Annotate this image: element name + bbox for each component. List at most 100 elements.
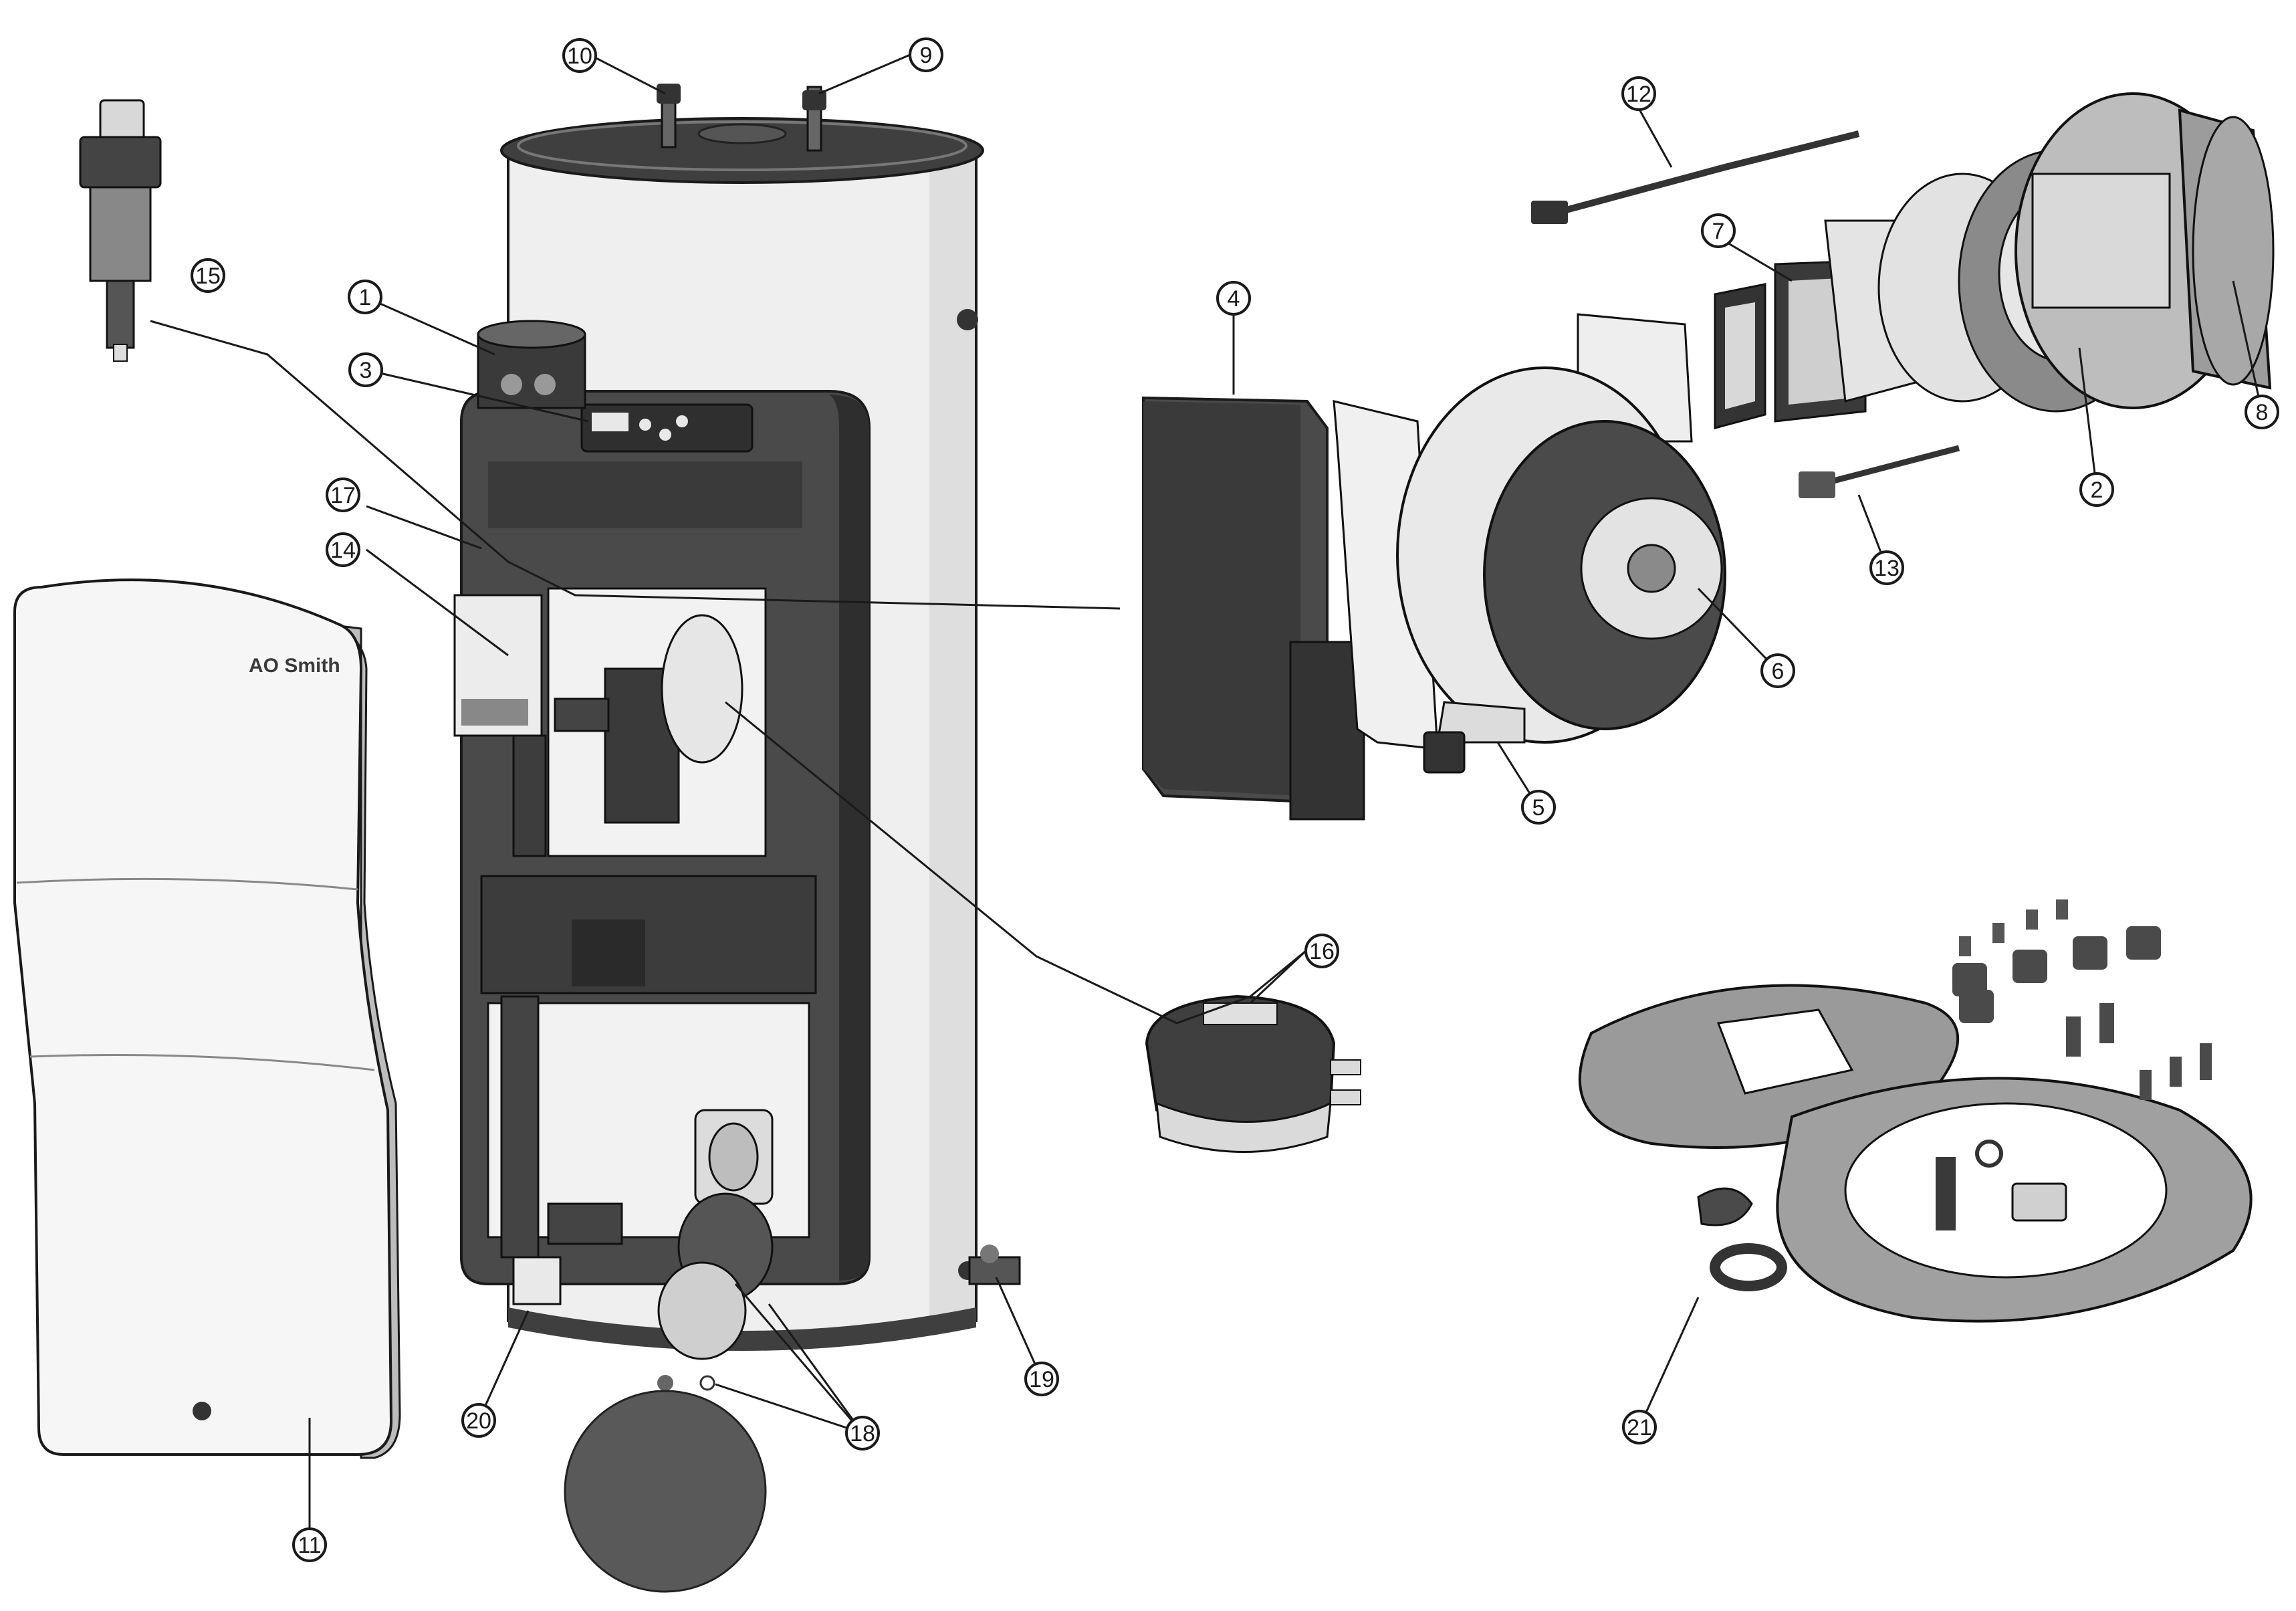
callout-label: 12: [1621, 76, 1656, 111]
svg-text:19: 19: [1029, 1367, 1054, 1392]
callout-label: 13: [1869, 550, 1904, 585]
combustion-flange-plate: [2031, 173, 2171, 309]
blower-assembly: [1396, 313, 1726, 774]
front-shroud: [453, 320, 871, 1305]
svg-text:10: 10: [567, 43, 592, 69]
svg-text:20: 20: [466, 1408, 491, 1434]
igniter-thread: [89, 186, 152, 282]
control-module-connector: [1289, 641, 1365, 821]
hardware-small-screw: [1992, 923, 2004, 943]
hardware-gasket-ring-hole: [1844, 1102, 2168, 1279]
hardware-small-screw: [1959, 936, 1971, 956]
callout-label: 6: [1760, 653, 1795, 688]
front-cover: [13, 578, 393, 1456]
pressure-switch: [1145, 994, 1361, 1153]
control-screen: [592, 413, 628, 431]
igniter-head: [99, 99, 145, 142]
svg-text:1: 1: [359, 285, 372, 310]
front-cover-hole: [193, 1402, 211, 1420]
svg-text:12: 12: [1626, 82, 1651, 107]
svg-text:21: 21: [1627, 1415, 1652, 1440]
anode-cap-disc: [564, 1390, 767, 1593]
shroud-top-bar: [488, 461, 802, 528]
callout-label: 11: [292, 1527, 327, 1562]
gas-pipe: [554, 697, 610, 732]
control-button: [639, 419, 651, 431]
top-fittings: [657, 84, 826, 152]
gas-vertical-pipe: [512, 734, 547, 857]
hardware-grommet: [1697, 1187, 1753, 1226]
inspection-port-window: [708, 1122, 759, 1192]
ao-smith-logo-text: AO Smith: [249, 655, 340, 677]
svg-text:16: 16: [1309, 939, 1335, 964]
tank-top-cap-rim: [517, 120, 967, 171]
igniter-rod: [106, 280, 135, 349]
drain-trap: [512, 1256, 562, 1305]
wiring-terminals: [461, 699, 528, 726]
igniter: [79, 99, 162, 362]
svg-text:14: 14: [330, 538, 356, 563]
igniter-tip: [113, 344, 128, 362]
vent-port: [501, 374, 522, 395]
control-button: [659, 429, 671, 441]
callout-label: 15: [191, 258, 225, 293]
pressure-switch-nozzle: [1330, 1089, 1361, 1105]
shroud-mid-panel: [480, 875, 817, 994]
callout-label: 21: [1622, 1410, 1657, 1444]
drain-valve-handle: [980, 1245, 999, 1263]
shroud-mid-badge: [572, 920, 645, 986]
svg-text:17: 17: [330, 483, 356, 508]
svg-text:5: 5: [1532, 795, 1545, 821]
burner-tube-end: [2192, 116, 2275, 386]
hardware-gasket-opening: [1716, 1008, 1854, 1095]
pressure-switch-nozzle: [1330, 1059, 1361, 1075]
hardware-small-screw: [2056, 899, 2068, 920]
front-cover-panel: AO Smith: [13, 578, 401, 1459]
control-module-face: [1143, 401, 1300, 796]
cold-inlet-nut: [802, 90, 826, 110]
control-module: [1142, 396, 1439, 821]
callout-label: 14: [326, 532, 360, 567]
shroud-side: [829, 395, 869, 1281]
svg-text:7: 7: [1712, 219, 1725, 244]
hardware-screw: [2170, 1057, 2182, 1087]
handhole-washer: [699, 1375, 715, 1391]
handhole-cover: [657, 1261, 747, 1360]
hardware-bolt: [2013, 950, 2047, 983]
blower-gas-inlet: [1423, 731, 1466, 774]
lower-pipe: [500, 995, 540, 1259]
callout-label: 2: [2079, 472, 2114, 507]
hardware-kit: [1578, 899, 2253, 1323]
vent-collar-top: [477, 320, 586, 349]
callout-label: 8: [2245, 395, 2279, 429]
drain-valve: [968, 1245, 1021, 1285]
callout-label: 19: [1024, 1362, 1059, 1396]
svg-text:18: 18: [850, 1421, 875, 1446]
callout-label: 5: [1521, 790, 1556, 825]
burner-assembly: [1531, 92, 2275, 498]
hardware-screw: [2066, 1016, 2081, 1057]
svg-text:9: 9: [920, 43, 933, 68]
pressure-switch-label: [1203, 1002, 1278, 1025]
callout-label: 4: [1216, 281, 1251, 316]
hardware-o-ring: [1710, 1243, 1787, 1291]
tank-side-port: [957, 309, 978, 330]
burner-gasket-inner: [1725, 302, 1755, 409]
flame-sensor-wire: [1550, 130, 1860, 217]
front-cover-crease: [29, 1054, 375, 1071]
hardware-bolt: [2126, 926, 2161, 960]
tank-top-flue: [697, 123, 787, 144]
tank-shading: [929, 157, 975, 1324]
svg-text:13: 13: [1874, 556, 1900, 581]
svg-text:6: 6: [1772, 659, 1785, 684]
svg-text:2: 2: [2091, 477, 2103, 503]
hardware-bolt: [1959, 990, 1994, 1023]
blower-fan-hub: [1627, 544, 1676, 593]
hardware-long-bolt: [1936, 1157, 1956, 1230]
hardware-small-screw: [2026, 909, 2038, 930]
hardware-washer: [1975, 1140, 2003, 1168]
flame-sensor-connector: [1531, 201, 1568, 224]
callout-label: 16: [1304, 934, 1339, 968]
hardware-screw: [2099, 1003, 2114, 1043]
